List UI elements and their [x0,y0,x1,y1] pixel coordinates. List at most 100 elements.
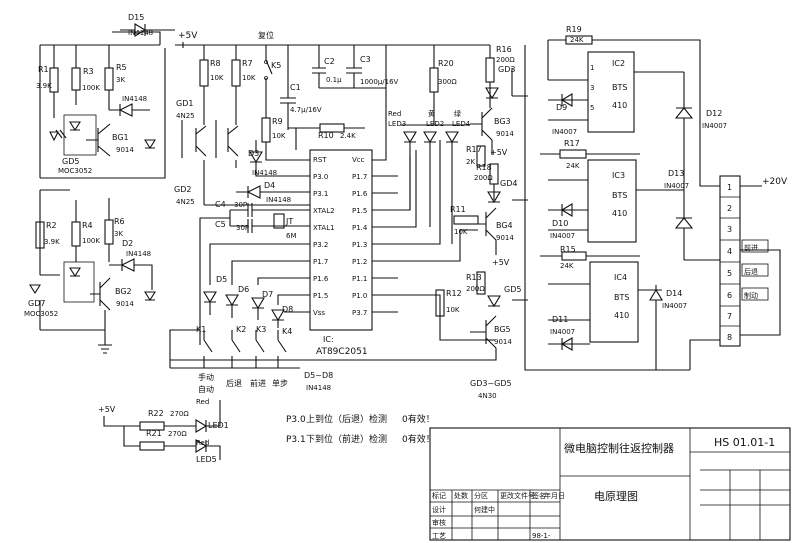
led5 [195,439,221,460]
k1-label: K1 [196,325,206,334]
d9-label: D9 [556,103,567,112]
d2-label: D2 [122,239,133,248]
r13-value: 200Ω [466,285,485,293]
bg1-value: 9014 [116,146,134,154]
led3 [403,131,417,144]
key-k4[interactable] [277,330,287,368]
tb-design: 设计 [432,505,446,514]
diode-d4 [236,185,310,199]
key-k3[interactable] [255,330,265,368]
bg4-label: BG4 [496,221,513,230]
opto-gd7 [63,261,95,303]
led2-label: LED2 [426,120,444,128]
term-back: 后退 [744,267,758,276]
gd2-label: GD2 [174,185,191,194]
tb-check: 审核 [432,518,446,527]
led3-label: LED3 [388,120,406,128]
key3-text: 前进 [250,378,266,388]
capacitor-c4 [230,203,310,217]
ic3-bts410 [587,159,637,243]
c4-value: 30P [234,201,247,209]
c3-label: C3 [360,55,371,64]
gd7-part: MOC3052 [24,310,58,318]
resistor-r13 [476,271,486,295]
driver-section: R20 300Ω Red LED3 黄 LED2 绿 LED4 BG3 9014… [170,44,521,400]
opto-gd2 [215,120,239,158]
capacitor-c5 [230,219,310,233]
d11-part: IN4007 [550,328,575,336]
ic-pin-r6: P1.2 [352,258,367,266]
r19-label: R19 [566,25,582,34]
d13-label: D13 [668,169,684,178]
ic-pin-r4: P1.4 [352,224,368,232]
title-block: 微电脑控制往返控制器 HS 01.01-1 电原理图 标记 处数 分区 更改文件… [429,427,791,541]
diode-d9 [560,93,573,107]
tb-row-0: 标记 [432,491,446,500]
resistor-r9 [261,117,271,143]
r16-label: R16 [496,45,512,54]
d6-label: D6 [238,285,249,294]
key-k1[interactable] [203,330,213,368]
d8-label: D8 [282,305,293,314]
c3-value: 1000μ/16V [360,78,399,86]
note2-level: 0有效！ [402,433,435,445]
d11-label: D11 [552,315,568,324]
r7-label: R7 [242,59,253,68]
r1-value: 3.9K [36,82,52,90]
tb-row-4: 签名 [532,491,546,500]
diode-d13 [674,190,694,260]
vcc-top-label: +5V [178,31,198,41]
ic2-pin5: 5 [590,104,594,112]
term-pin-8: 8 [727,333,732,342]
term-pin-3: 3 [727,225,732,234]
crystal-jt [273,213,285,229]
opto-gd5 [63,114,97,156]
capacitor-c1 [280,45,296,130]
reset-section: 复位 K5 C1 4.7μ/16V R9 10K R10 2.4K C2 0.1… [258,30,399,161]
title-block-frame [429,427,791,541]
resistor-r16 [485,57,495,83]
diode-in4148-left [109,103,150,117]
diode-d5 [203,291,217,315]
tb-date: 98-1- [532,532,551,540]
resistor-r2 [35,221,45,249]
transistor-bg4 [478,207,497,241]
term-pin-5: 5 [727,269,732,278]
gd5-part: MOC3052 [58,167,92,175]
d4-label: D4 [264,181,275,190]
power-section: R19 24K IC2 BTS 410 1 3 5 D9 IN4007 R17 … [511,25,727,371]
bg3-label: BG3 [494,117,511,126]
diode-d12 [674,72,694,190]
bg2-value: 9014 [116,300,134,308]
diode-d6 [225,294,239,318]
ic-pins-right: Vcc P1.7 P1.6 P1.5 P1.4 P1.3 P1.2 P1.1 P… [352,156,368,317]
term-pin-2: 2 [727,204,732,213]
key-k2[interactable] [231,330,241,368]
keys-section: D5 D6 D7 D8 K1 K2 K3 K4 手动 自动 后退 前进 单步 D… [169,243,333,394]
drawing-subtitle: 电原理图 [594,490,638,503]
ic-pin-rst: RST [313,156,327,164]
r16-value: 200Ω [496,56,515,64]
note1-text: 上到位（后退）检测 [306,413,387,425]
c5-label: C5 [215,220,226,229]
relay-back [741,263,769,277]
d12-part: IN4007 [702,122,727,130]
ic-part: AT89C2051 [316,347,368,357]
ic-pin-r3: P1.5 [352,207,367,215]
r5-value: 3K [116,76,125,84]
diode-d7 [251,297,265,320]
led2-color: 黄 [428,109,435,118]
tb-row-3: 更改文件号 [500,491,535,500]
indicator-leds: +5V R22 270Ω R21 270Ω Red LED1 Red LED5 … [98,398,435,464]
r3-value: 100K [82,84,100,92]
led5-label: LED5 [196,455,217,464]
r22-value: 270Ω [170,410,189,418]
ic2-label: IC2 [612,59,625,68]
k2-label: K2 [236,325,246,334]
led4-label: LED4 [452,120,471,128]
r17-label: R17 [564,139,580,148]
term-pin-1: 1 [727,183,732,192]
terminal-strip [719,175,741,347]
ic-pin-xtal2: XTAL2 [313,207,335,215]
resistor-r8 [199,59,209,87]
